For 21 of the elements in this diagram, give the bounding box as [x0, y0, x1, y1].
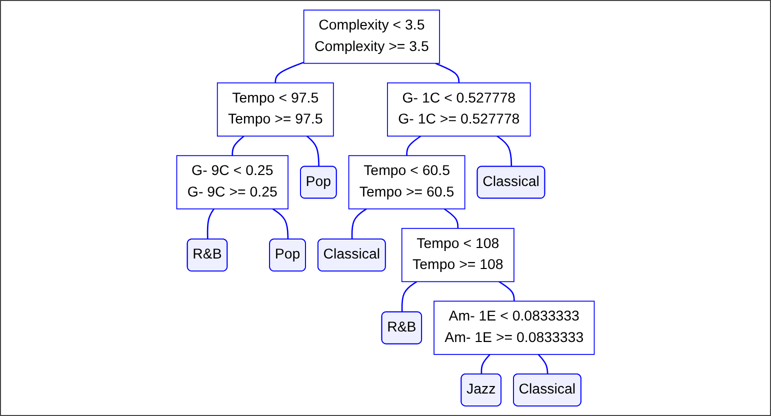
node-box: G- 1C < 0.527778 G- 1C >= 0.527778 — [387, 82, 531, 137]
connector — [498, 281, 515, 302]
connector — [435, 62, 460, 83]
node-box: Tempo < 60.5 Tempo >= 60.5 — [348, 155, 466, 210]
node-box: Tempo < 97.5 Tempo >= 97.5 — [216, 82, 334, 137]
connector — [272, 208, 289, 240]
connector — [306, 136, 320, 167]
connector — [206, 208, 215, 240]
connector — [480, 354, 490, 374]
connector — [538, 354, 548, 374]
connector — [406, 136, 422, 156]
connector — [444, 208, 459, 228]
connector — [232, 136, 244, 156]
connector — [401, 281, 418, 312]
node-box: G- 9C < 0.25 G- 9C >= 0.25 — [176, 155, 288, 210]
node-box: Tempo < 108 Tempo >= 108 — [401, 228, 514, 282]
connector — [274, 62, 304, 83]
node-box: Am- 1E < 0.0833333 Am- 1E >= 0.0833333 — [434, 300, 595, 355]
node-box: Complexity < 3.5 Complexity >= 3.5 — [303, 10, 440, 64]
connector — [351, 208, 367, 240]
connector — [496, 136, 512, 167]
